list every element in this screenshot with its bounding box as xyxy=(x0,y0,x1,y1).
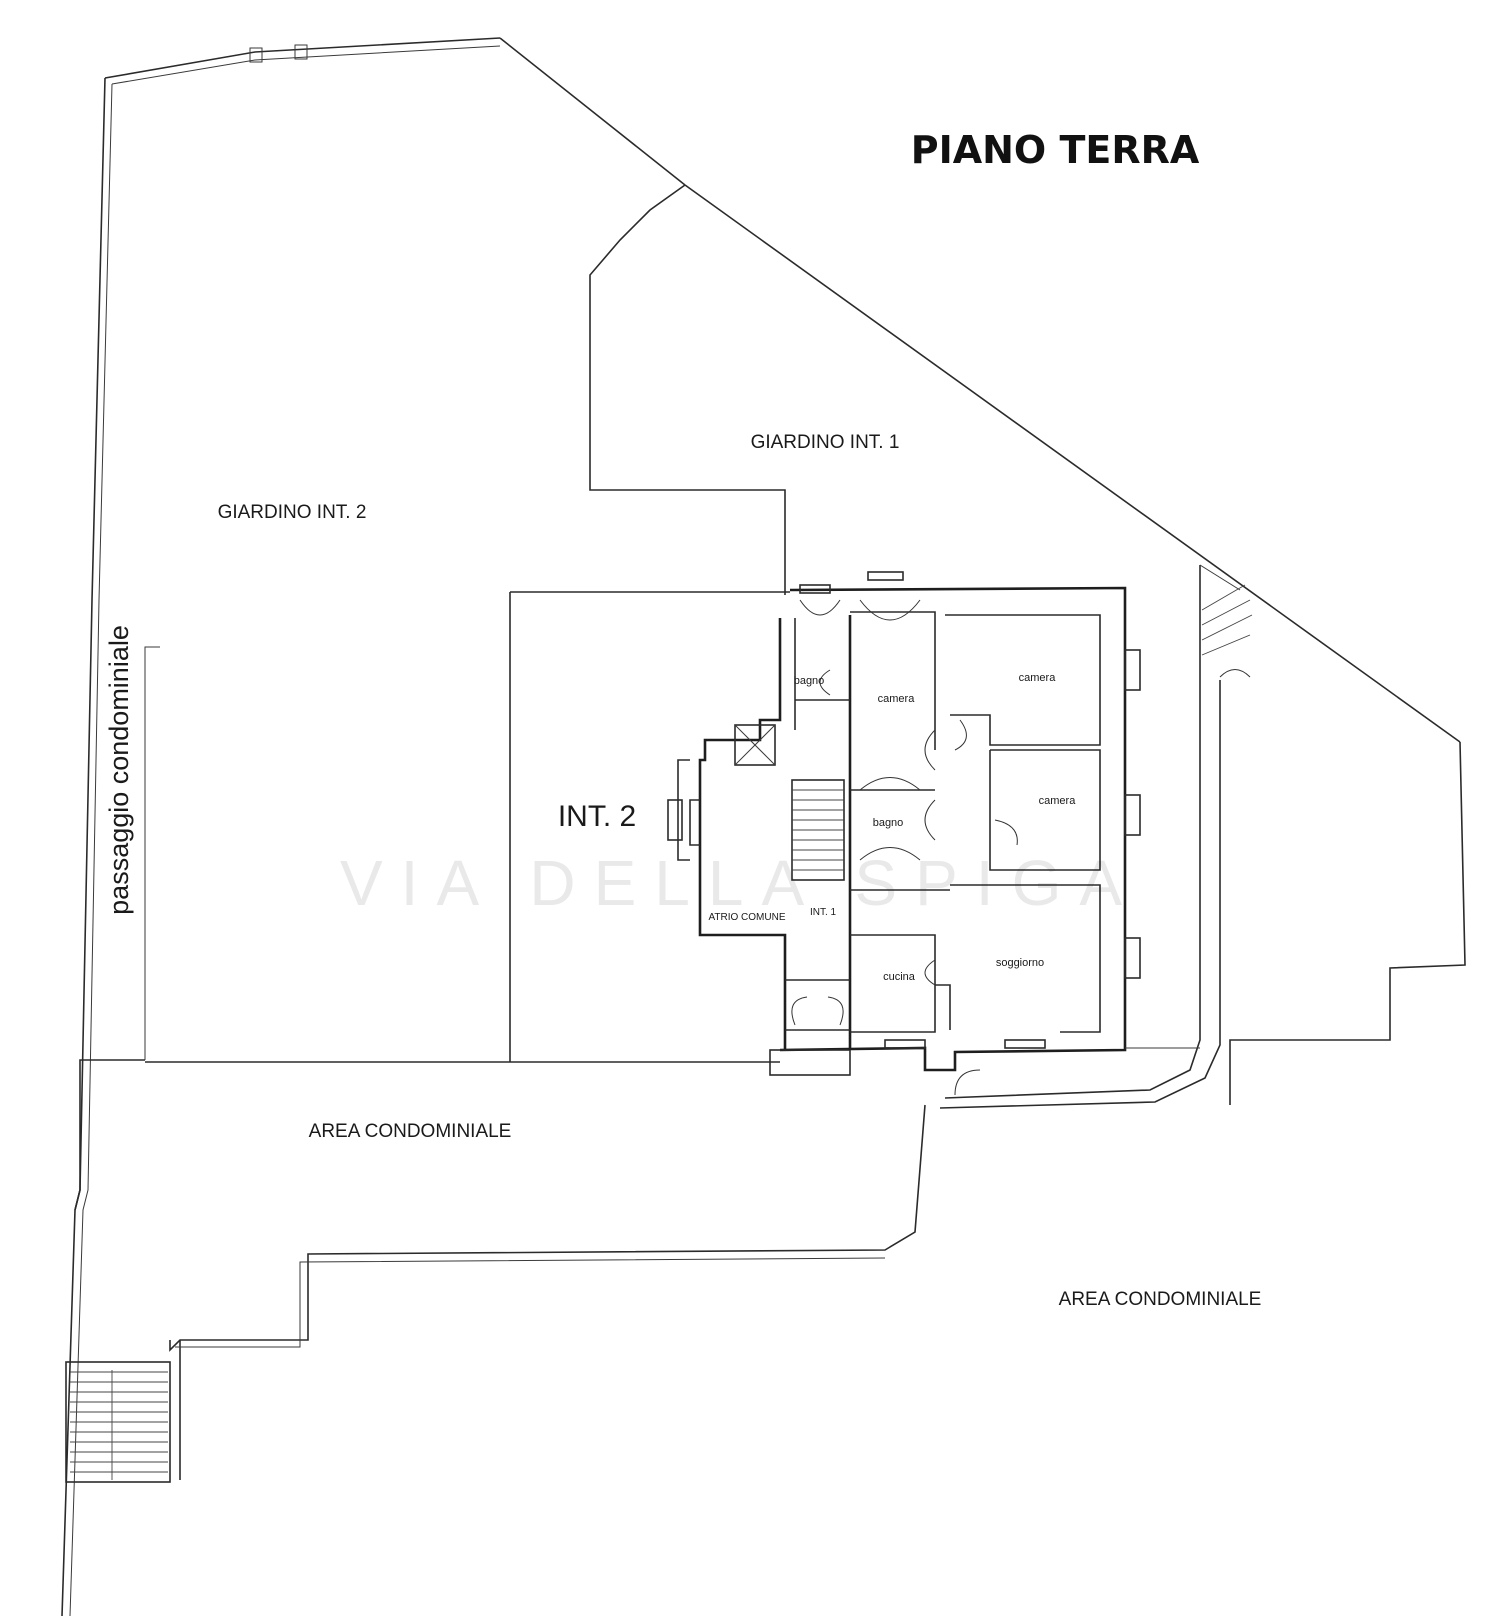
room-camera-center: camera xyxy=(878,693,916,705)
right-path xyxy=(939,564,1253,1109)
label-giardino-int-2: GIARDINO INT. 2 xyxy=(218,502,367,523)
label-passaggio-condominiale: passaggio condominiale xyxy=(104,625,134,915)
plan-title: PIANO TERRA xyxy=(911,128,1200,172)
stair-inner xyxy=(791,779,845,881)
label-area-condominiale-2: AREA CONDOMINIALE xyxy=(1059,1289,1262,1310)
garden-int2-boundaries xyxy=(145,591,790,1063)
room-camera-mid-right: camera xyxy=(1039,795,1077,807)
doors xyxy=(791,599,1251,1096)
label-int-2: INT. 2 xyxy=(558,800,636,833)
room-camera-top-right: camera xyxy=(1019,672,1057,684)
watermark-text: VIA DELLA SPIGA xyxy=(340,847,1140,919)
room-bagno-mid: bagno xyxy=(873,817,904,829)
building-walls xyxy=(677,586,1127,1076)
site-boundary xyxy=(61,37,1466,1616)
room-cucina: cucina xyxy=(883,971,916,983)
room-atrio-comune: ATRIO COMUNE xyxy=(708,912,785,923)
label-giardino-int-1: GIARDINO INT. 1 xyxy=(751,432,900,453)
label-area-condominiale-1: AREA CONDOMINIALE xyxy=(309,1121,512,1142)
room-bagno-top: bagno xyxy=(794,675,825,687)
windows xyxy=(667,571,1141,1049)
room-int-1: INT. 1 xyxy=(810,907,837,918)
room-soggiorno: soggiorno xyxy=(996,957,1044,969)
stair-bottom-left xyxy=(65,1361,171,1483)
